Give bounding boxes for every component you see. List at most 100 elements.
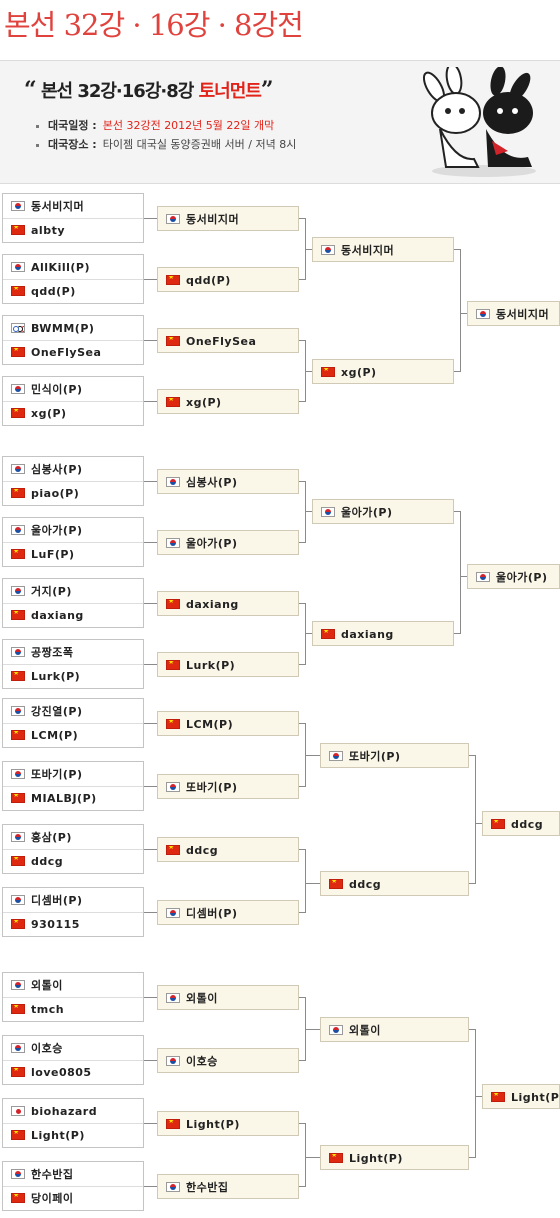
bracket-connector-line	[299, 401, 305, 402]
r32-match-box: 한수반집당이페이	[2, 1161, 144, 1211]
player-name[interactable]: 디셈버(P)	[31, 894, 83, 907]
player-name[interactable]: 이호승	[31, 1042, 63, 1055]
player-name[interactable]: love0805	[31, 1065, 92, 1079]
bracket-connector-line	[475, 1096, 482, 1097]
player-name[interactable]: 한수반집	[31, 1168, 74, 1181]
player-name[interactable]: LCM(P)	[31, 728, 79, 742]
korea-flag-icon	[11, 1043, 25, 1053]
player-name[interactable]: 한수반집	[186, 1181, 229, 1194]
player-row: 동서비지머	[3, 197, 84, 215]
player-name[interactable]: 심봉사(P)	[31, 463, 83, 476]
player-name[interactable]: 외톨이	[31, 979, 63, 992]
bracket-connector-line	[144, 340, 157, 341]
player-name[interactable]: 동서비지머	[31, 200, 85, 213]
player-name[interactable]: ddcg	[186, 843, 219, 857]
bracket-connector-line	[305, 849, 306, 913]
player-name[interactable]: OneFlySea	[31, 345, 102, 359]
player-name[interactable]: 강진열(P)	[31, 705, 83, 718]
player-row: piao(P)	[3, 484, 79, 502]
bracket-connector-line	[305, 249, 312, 250]
player-row: OneFlySea	[3, 343, 101, 361]
player-row: daxiang	[3, 606, 84, 624]
r16-winner-box: 심봉사(P)	[157, 469, 299, 494]
player-name[interactable]: 930115	[31, 917, 80, 931]
player-name[interactable]: 공짱조폭	[31, 646, 74, 659]
player-name[interactable]: 외톨이	[186, 992, 218, 1005]
player-name[interactable]: 거지(P)	[31, 585, 72, 598]
korea-flag-icon	[329, 751, 343, 761]
player-name[interactable]: 민식이(P)	[31, 383, 83, 396]
player-name[interactable]: 울아가(P)	[496, 571, 548, 584]
player-name[interactable]: 또바기(P)	[349, 750, 401, 763]
player-name[interactable]: 울아가(P)	[31, 524, 83, 537]
player-name[interactable]: 울아가(P)	[341, 506, 393, 519]
player-name[interactable]: MIALBJ(P)	[31, 791, 97, 805]
bracket-connector-line	[144, 1186, 157, 1187]
bracket-connector-line	[475, 755, 476, 884]
player-name[interactable]: LCM(P)	[186, 717, 234, 731]
player-name[interactable]: Lurk(P)	[31, 669, 81, 683]
player-name[interactable]: AllKill(P)	[31, 260, 91, 274]
row-divider	[3, 401, 143, 402]
china-flag-icon	[491, 1092, 505, 1102]
bracket-connector-line	[299, 603, 305, 604]
player-name[interactable]: xg(P)	[31, 406, 67, 420]
player-name[interactable]: 당이페이	[31, 1192, 74, 1205]
player-name[interactable]: ddcg	[31, 854, 64, 868]
r16-winner-box: 또바기(P)	[157, 774, 299, 799]
player-name[interactable]: OneFlySea	[186, 334, 257, 348]
player-name[interactable]: ddcg	[511, 817, 544, 831]
player-name[interactable]: 또바기(P)	[186, 781, 238, 794]
player-name[interactable]: Light(P)	[511, 1090, 560, 1104]
r16-winner-box: qdd(P)	[157, 267, 299, 292]
player-name[interactable]: 동서비지머	[496, 308, 550, 321]
r4-winner-box: ddcg	[482, 811, 560, 836]
r32-match-box: 또바기(P) MIALBJ(P)	[2, 761, 144, 811]
bracket-connector-line	[475, 1029, 476, 1158]
player-name[interactable]: 외톨이	[349, 1024, 381, 1037]
player-name[interactable]: BWMM(P)	[31, 321, 95, 335]
tournament-banner: “ 본선 32강·16강·8강 토너먼트” 대국일정 :본선 32강전 2012…	[0, 60, 560, 184]
player-name[interactable]: qdd(P)	[186, 273, 231, 287]
player-name[interactable]: 또바기(P)	[31, 768, 83, 781]
r4-winner-box: 동서비지머	[467, 301, 560, 326]
r16-winner-box: 외톨이	[157, 985, 299, 1010]
player-name[interactable]: Light(P)	[186, 1117, 240, 1131]
player-name[interactable]: xg(P)	[341, 365, 377, 379]
player-name[interactable]: 홍삼(P)	[31, 831, 72, 844]
bracket-connector-line	[305, 883, 320, 884]
china-flag-icon	[11, 1067, 25, 1077]
bracket-connector-line	[299, 997, 305, 998]
player-name[interactable]: 울아가(P)	[186, 537, 238, 550]
player-name[interactable]: daxiang	[31, 608, 84, 622]
player-name[interactable]: daxiang	[341, 627, 394, 641]
player-name[interactable]: 동서비지머	[186, 213, 240, 226]
player-name[interactable]: 동서비지머	[341, 244, 395, 257]
player-name[interactable]: LuF(P)	[31, 547, 75, 561]
player-name[interactable]: 심봉사(P)	[186, 476, 238, 489]
player-name[interactable]: daxiang	[186, 597, 239, 611]
player-name[interactable]: 디셈버(P)	[186, 907, 238, 920]
player-name[interactable]: piao(P)	[31, 486, 80, 500]
bracket-connector-line	[144, 218, 157, 219]
player-name[interactable]: Light(P)	[349, 1151, 403, 1165]
player-name[interactable]: biohazard	[31, 1104, 98, 1118]
china-flag-icon	[11, 793, 25, 803]
bullet-icon	[36, 124, 39, 128]
bracket-connector-line	[469, 755, 475, 756]
player-name[interactable]: 이호승	[186, 1055, 218, 1068]
bracket-connector-line	[305, 1157, 320, 1158]
player-name[interactable]: xg(P)	[186, 395, 222, 409]
player-name[interactable]: Lurk(P)	[186, 658, 236, 672]
player-name[interactable]: tmch	[31, 1002, 65, 1016]
bracket-connector-line	[299, 912, 305, 913]
player-name[interactable]: ddcg	[349, 877, 382, 891]
player-row: 동서비지머	[468, 305, 549, 323]
player-name[interactable]: albty	[31, 223, 65, 237]
bracket-connector-line	[299, 723, 305, 724]
player-name[interactable]: Light(P)	[31, 1128, 85, 1142]
korea-flag-icon	[166, 477, 180, 487]
player-name[interactable]: qdd(P)	[31, 284, 76, 298]
r32-match-box: 홍삼(P) ddcg	[2, 824, 144, 874]
player-row: 동서비지머	[158, 210, 239, 228]
